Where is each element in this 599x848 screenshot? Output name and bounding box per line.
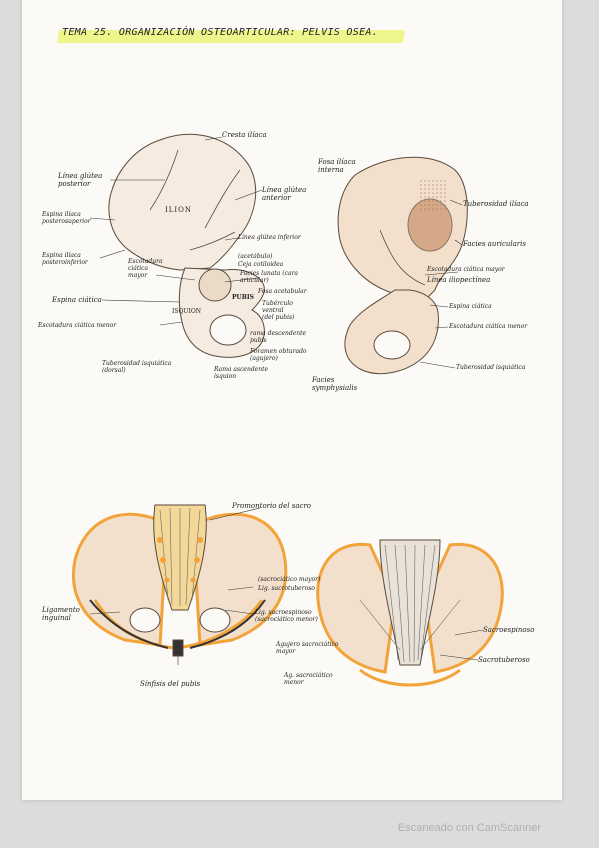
label-escotadura-ciatica-menor: Escotadura ciática menor [38,322,117,329]
gluteal-line-inferior [189,231,236,251]
label-rama-descendente: rama descendente pubis [250,330,307,344]
medial-obturator [373,330,411,360]
scanner-watermark: Escaneado con CamScanner [397,822,541,834]
label-promontorio: Promontorio del sacro [232,502,312,510]
label-pubis: PUBIS [232,294,254,301]
label-escotadura-ciatica-mayor-medial: Escotadura ciática mayor [427,266,505,273]
label-fosa-acetabular: Fosa acetabular [258,288,307,295]
sacral-ligaments [159,507,201,606]
post-ligaments [359,544,461,663]
label-escotadura-ciatica-menor-medial: Escotadura ciática menor [449,323,528,330]
hip-bone-lateral-view [108,133,265,358]
label-facies-auricularis: Facies auricularis [463,240,526,248]
pubic-symphysis [172,639,184,657]
label-lig-sacroespinoso: Lig. sacroespinoso (sacrociático menor) [255,609,318,623]
label-ilion: ILION [165,206,193,214]
label-agujero-sacrociatico-mayor: Agujero sacrociático mayor [276,641,339,655]
page-title: TEMA 25. ORGANIZACIÓN OSTEOARTICULAR: PE… [62,27,379,38]
obturator-foramen [209,314,247,346]
sacral-foramina [157,537,203,583]
inguinal-ligament-right [189,599,266,649]
label-espina-iliaca-posterosuperior: Espina ilíaca posterosuperior [42,211,91,225]
label-cresta-iliaca: Cresta ilíaca [222,131,267,139]
label-escotadura-ciatica-mayor: Escotadura ciática mayor [128,258,163,279]
label-tuberculo-ventral: Tubérculo ventral (del pubis) [262,300,295,321]
label-tuberosidad-isquiatica-medial: Tuberosidad isquiática [456,364,526,371]
label-lig-sacrotuberoso: Lig. sacrotuberoso [258,585,315,592]
label-foramen-obturado: Foramen obturado (agujero) [250,348,307,362]
inguinal-ligament-left [89,599,169,649]
label-ceja-cotiloidea: Ceja cotiloidea [238,261,284,268]
label-facies-symphysialis: Facies symphysialis [312,376,358,392]
ilium-wing [108,133,257,271]
label-linea-glutea-anterior: Línea glútea anterior [262,186,307,202]
label-sacroespinoso: Sacroespinoso [483,626,535,634]
label-rama-ascendente: Rama ascendente isquion [214,366,269,380]
post-left-wing [316,542,397,674]
hip-bone-medial-view [337,156,468,375]
label-ligamento-inguinal: Ligamento inguinal [42,606,80,622]
label-espina-iliaca-posteroinferior: Espina ilíaca posteroinferior [42,252,88,266]
label-espina-ciatica-medial: Espina ciática [449,303,492,310]
label-agujero-sacrociatico-menor: Ag. sacrociático menor [284,672,333,686]
gluteal-line-posterior [149,149,179,211]
label-sinfisis-pubis: Sínfisis del pubis [140,680,201,688]
label-linea-glutea-inferior: Línea glútea inferior [238,234,301,241]
label-espina-ciatica: Espina ciática [52,296,102,304]
label-isquion: ISQUION [172,308,201,315]
iliopectineal-line [379,229,426,286]
label-sacrociatico-mayor: (sacrociático mayor) [258,576,321,583]
label-linea-iliopectinea: Línea iliopectínea [427,276,491,284]
notebook-page [22,0,562,800]
pelvis-anterior-view [72,504,288,657]
label-acetabulo: (acetábulo) [238,253,273,260]
label-tuberosidad-iliaca: Tuberosidad ilíaca [463,200,529,208]
post-base [359,668,461,687]
label-fosa-iliaca-interna: Fosa ilíaca interna [318,158,356,174]
label-linea-glutea-posterior: Línea glútea posterior [58,172,103,188]
label-tuberosidad-isquiatica: Tuberosidad isquiática (dorsal) [102,360,172,374]
acetabulum [198,268,232,302]
title-block: TEMA 25. ORGANIZACIÓN OSTEOARTICULAR: PE… [57,27,405,43]
right-obturator [199,607,231,633]
label-facies-lunata: Facies lunata (cara articular) [240,270,298,284]
iliac-tuberosity-texture [418,180,448,210]
leader-lines [89,136,484,665]
gluteal-line-anterior [204,169,241,229]
post-right-wing [423,542,504,674]
pelvis-posterior-view [316,539,504,687]
left-obturator [129,607,161,633]
label-sacrotuberoso: Sacrotuberoso [478,656,530,664]
